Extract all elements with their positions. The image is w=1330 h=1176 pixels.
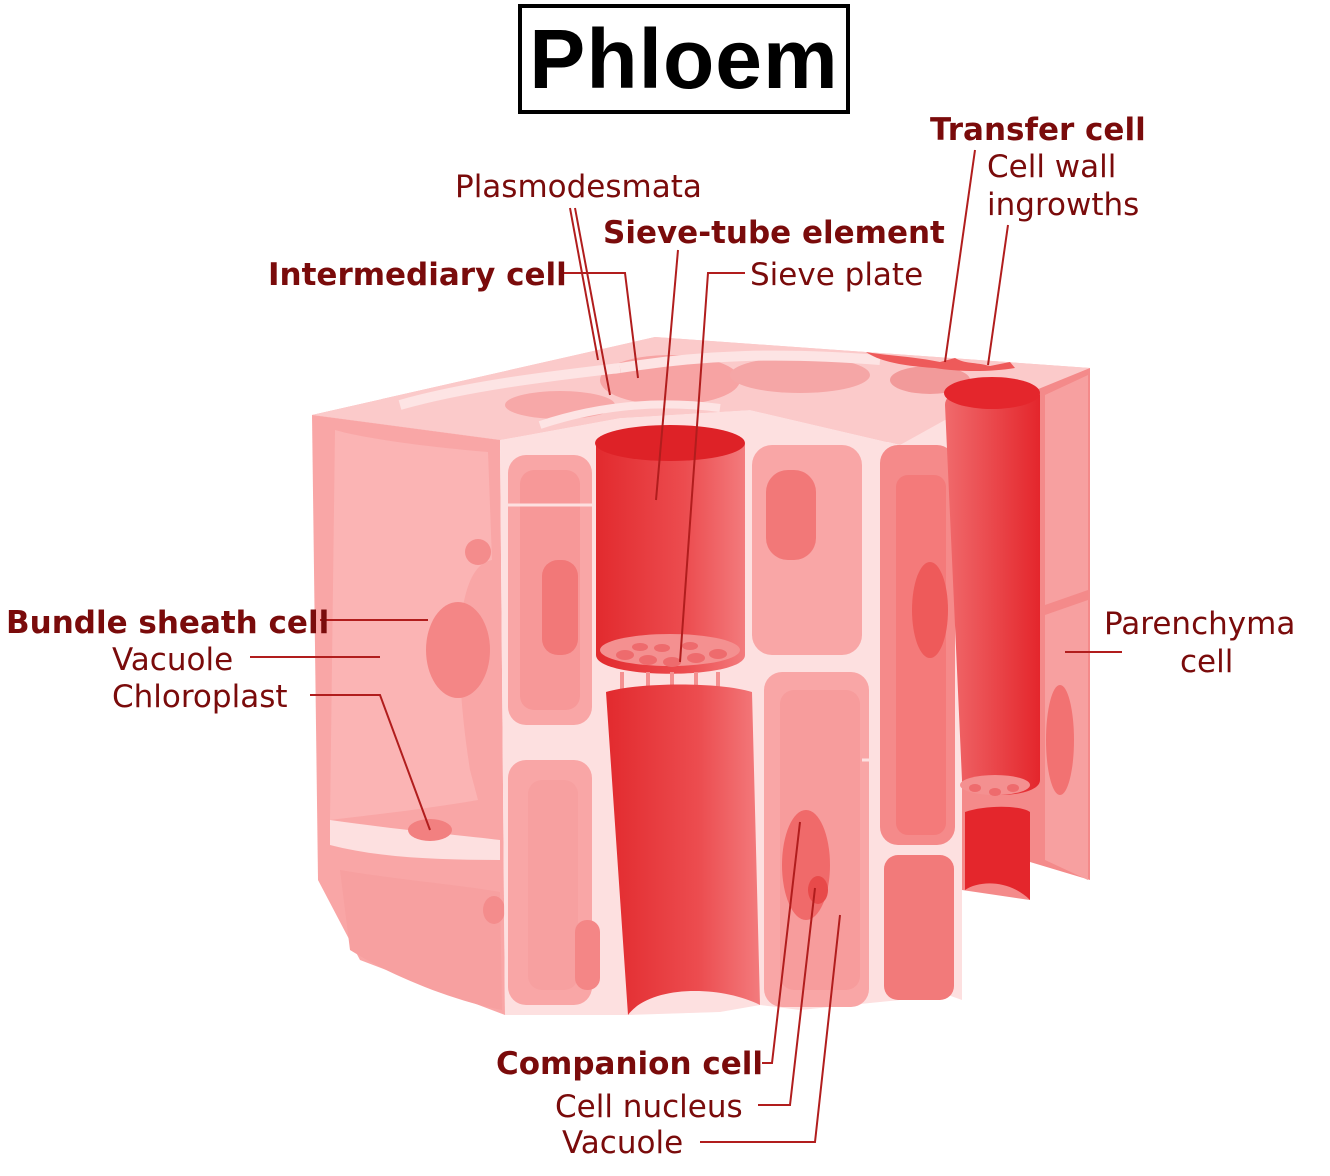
cell-wall-ingrowths-top bbox=[866, 352, 1015, 371]
label-plasmodesmata: Plasmodesmata bbox=[455, 169, 702, 205]
top-face bbox=[312, 337, 1090, 445]
leader-plasmodesmata-1 bbox=[569, 207, 599, 361]
label-vacuole-left: Vacuole bbox=[112, 642, 233, 678]
label-sieve-plate: Sieve plate bbox=[750, 257, 923, 293]
label-parenchyma: Parenchyma bbox=[1104, 606, 1295, 642]
title-box: Phloem bbox=[518, 4, 850, 114]
label-vacuole-bottom: Vacuole bbox=[562, 1125, 683, 1161]
sieve-plate-pores bbox=[616, 642, 727, 667]
label-chloroplast: Chloroplast bbox=[112, 679, 288, 715]
chloroplast-top bbox=[465, 539, 491, 565]
leader-chloroplast bbox=[310, 694, 431, 831]
leader-vacuole-bottom bbox=[700, 914, 841, 1143]
label-companion-cell: Companion cell bbox=[496, 1046, 763, 1082]
label-ingrowths: ingrowths bbox=[987, 187, 1139, 223]
leader-intermediary-cell bbox=[560, 272, 639, 379]
sieve-tube-element-lower bbox=[606, 684, 760, 1015]
bundle-sheath-vacuole bbox=[426, 602, 490, 698]
front-face bbox=[500, 410, 962, 1015]
leader-sieve-tube-element bbox=[655, 249, 679, 501]
label-transfer-cell: Transfer cell bbox=[930, 112, 1146, 148]
transfer-cell-sieve-tube bbox=[945, 380, 1040, 795]
page-title: Phloem bbox=[529, 12, 839, 106]
chloroplast-bottom bbox=[483, 896, 505, 924]
label-intermediary-cell: Intermediary cell bbox=[268, 257, 567, 293]
labels: Plasmodesmata Transfer cell Cell wall in… bbox=[6, 112, 1295, 1161]
leader-companion-cell bbox=[762, 821, 801, 1064]
cell-nucleus bbox=[808, 876, 828, 904]
label-sieve-tube-element: Sieve-tube element bbox=[603, 215, 945, 251]
leader-plasmodesmata-2 bbox=[574, 207, 611, 396]
label-cell-wall: Cell wall bbox=[987, 149, 1116, 185]
sieve-tube-element-upper bbox=[596, 426, 745, 674]
leader-lines bbox=[250, 149, 1122, 1143]
label-bundle-sheath-cell: Bundle sheath cell bbox=[6, 605, 329, 641]
label-parenchyma-cell: cell bbox=[1180, 644, 1233, 680]
leader-sieve-plate bbox=[679, 272, 745, 663]
leader-transfer-cell bbox=[944, 149, 976, 363]
leader-cell-wall-ingrowths bbox=[987, 224, 1009, 366]
right-face bbox=[944, 368, 1090, 900]
label-cell-nucleus: Cell nucleus bbox=[555, 1089, 743, 1125]
bundle-sheath-face bbox=[312, 415, 505, 1015]
companion-cell-nucleus-region bbox=[782, 810, 830, 920]
leader-cell-nucleus bbox=[758, 887, 816, 1106]
